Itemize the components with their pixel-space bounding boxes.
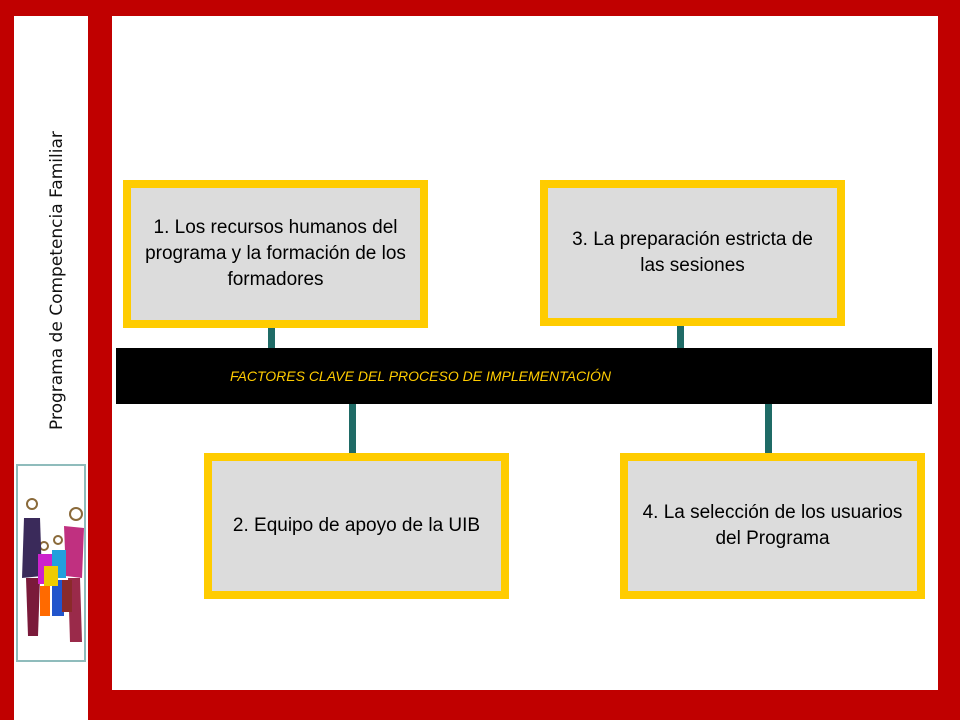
factor-box-4: 4. La selección de los usuarios del Prog… bbox=[620, 453, 925, 599]
sidebar-title: Programa de Competencia Familiar bbox=[47, 131, 67, 430]
factor-label-3: 3. La preparación estricta de las sesion… bbox=[572, 229, 813, 276]
factor-label-1: 1. Los recursos humanos del programa y l… bbox=[145, 217, 406, 290]
factor-box-1: 1. Los recursos humanos del programa y l… bbox=[123, 180, 428, 328]
factor-box-2: 2. Equipo de apoyo de la UIB bbox=[204, 453, 509, 599]
key-factors-label: FACTORES CLAVE DEL PROCESO DE IMPLEMENTA… bbox=[230, 368, 611, 384]
family-logo bbox=[16, 464, 86, 662]
family-figures-icon bbox=[22, 498, 84, 642]
key-factors-band bbox=[116, 348, 932, 404]
connector-factor-2 bbox=[349, 395, 356, 455]
factor-box-3: 3. La preparación estricta de las sesion… bbox=[540, 180, 845, 326]
factor-label-4: 4. La selección de los usuarios del Prog… bbox=[642, 502, 903, 549]
connector-factor-1 bbox=[268, 324, 275, 350]
connector-factor-4 bbox=[765, 395, 772, 455]
factor-label-2: 2. Equipo de apoyo de la UIB bbox=[232, 515, 481, 536]
connector-factor-3 bbox=[677, 322, 684, 350]
